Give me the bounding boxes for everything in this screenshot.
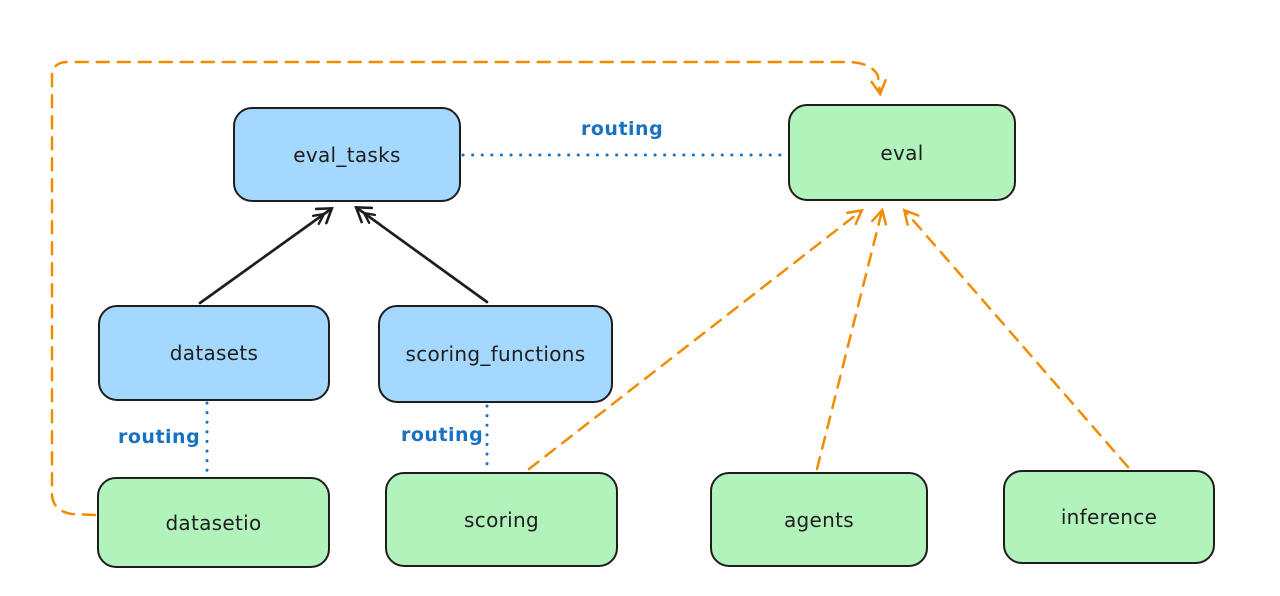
edge-datasets-to-eval-tasks xyxy=(198,209,331,305)
node-eval: eval xyxy=(788,104,1016,201)
edge-scoring-to-eval xyxy=(527,208,864,471)
node-agents-label: agents xyxy=(784,507,854,532)
node-agents: agents xyxy=(710,472,928,567)
routing-label-datasets-datasetio: routing xyxy=(118,426,201,448)
edge-scoring-functions-to-eval-tasks xyxy=(357,208,489,304)
node-scoring: scoring xyxy=(385,472,618,567)
edge-agents-to-eval xyxy=(815,207,888,471)
routing-label-eval-tasks-eval: routing xyxy=(581,118,664,140)
node-eval-tasks-label: eval_tasks xyxy=(293,142,401,167)
node-eval-tasks: eval_tasks xyxy=(233,107,461,202)
node-datasets: datasets xyxy=(98,305,330,401)
node-eval-label: eval xyxy=(880,140,924,165)
node-inference-label: inference xyxy=(1060,505,1158,529)
edge-inference-to-eval xyxy=(902,208,1130,469)
node-scoring-functions-label: scoring_functions xyxy=(405,342,586,366)
node-datasets-label: datasets xyxy=(169,341,259,365)
node-datasetio: datasetio xyxy=(97,477,330,568)
node-datasetio-label: datasetio xyxy=(165,510,262,535)
routing-label-scoring-functions-scoring: routing xyxy=(401,424,484,446)
node-scoring-functions: scoring_functions xyxy=(378,305,613,403)
edge-datasetio-to-eval xyxy=(50,60,887,517)
node-scoring-label: scoring xyxy=(464,507,539,532)
node-inference: inference xyxy=(1003,470,1215,564)
